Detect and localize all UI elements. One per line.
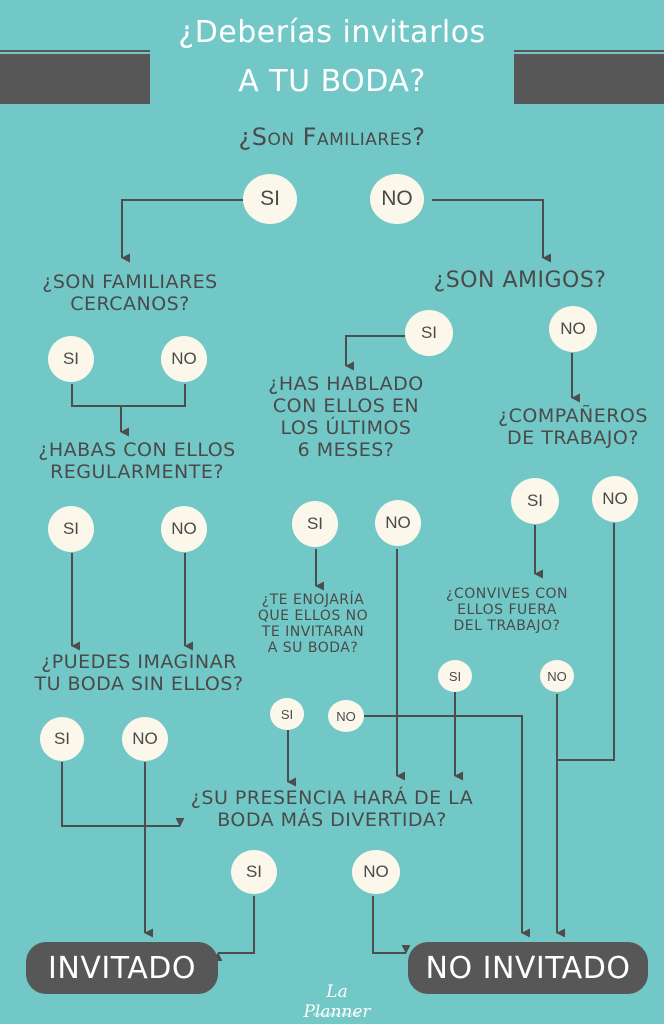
result-no-invitado: NO INVITADO	[408, 942, 648, 994]
question-su-presencia: ¿SU PRESENCIA HARÁ DE LA BODA MÁS DIVERT…	[190, 787, 474, 831]
connector-line	[372, 896, 411, 954]
question-puedes-imaginar: ¿PUEDES IMAGINAR TU BODA SIN ELLOS?	[34, 651, 244, 695]
connector-line	[121, 199, 243, 263]
answer-si-enojaria: SI	[270, 698, 304, 730]
question-companeros: ¿COMPAÑEROS DE TRABAJO?	[498, 405, 648, 449]
answer-no-companeros: NO	[592, 476, 638, 522]
title-rule-right	[514, 50, 664, 52]
question-convives: ¿CONVIVES CON ELLOS FUERA DEL TRABAJO?	[446, 586, 568, 635]
answer-si-habas: SI	[48, 506, 94, 552]
connector-line	[71, 384, 186, 407]
question-te-enojaria: ¿TE ENOJARÍA QUE ELLOS NO TE INVITARAN A…	[257, 592, 369, 657]
question-familiares: ¿Son Familiares?	[238, 123, 426, 151]
connector-line	[556, 523, 615, 938]
answer-si-companeros: SI	[511, 478, 559, 524]
answer-no-enojaria: NO	[328, 700, 364, 732]
question-familiares-cercanos: ¿SON FAMILIARES CERCANOS?	[42, 271, 218, 315]
answer-si-presencia: SI	[231, 850, 277, 894]
answer-si-hablado: SI	[292, 501, 338, 547]
question-has-hablado: ¿HAS HABLADO CON ELLOS EN LOS ÚLTIMOS 6 …	[268, 373, 424, 461]
title-rule-left	[0, 50, 150, 52]
answer-no-presencia: NO	[352, 850, 400, 894]
page-title-line2: A TU BODA?	[238, 64, 426, 99]
answer-no-hablado: NO	[375, 500, 421, 546]
result-invitado: INVITADO	[26, 942, 218, 994]
answer-no-convives: NO	[540, 660, 574, 692]
answer-no-familiares: NO	[370, 174, 424, 224]
answer-si-convives: SI	[438, 660, 472, 692]
page-title-line1: ¿Deberías invitarlos	[178, 15, 486, 50]
answer-si-amigos: SI	[405, 310, 453, 356]
title-banner-right	[514, 54, 664, 104]
connector-line	[345, 335, 405, 371]
question-habas: ¿HABAS CON ELLOS REGULARMENTE?	[38, 439, 236, 483]
answer-si-familiares: SI	[243, 174, 297, 224]
answer-no-habas: NO	[161, 506, 207, 552]
connector-line	[432, 199, 552, 263]
title-banner-left	[0, 54, 150, 104]
laplanner-logo-url: www.laplanner.mx	[313, 1012, 359, 1018]
answer-no-cercanos: NO	[161, 336, 207, 382]
answer-no-imaginar: NO	[122, 717, 168, 761]
connector-line	[364, 715, 531, 938]
laplanner-logo: La Planner	[303, 982, 371, 1022]
answer-si-cercanos: SI	[48, 336, 94, 382]
connector-line	[61, 762, 185, 827]
question-amigos: ¿SON AMIGOS?	[433, 268, 607, 293]
answer-no-amigos: NO	[549, 306, 597, 352]
connector-line	[213, 896, 255, 962]
answer-si-imaginar: SI	[40, 717, 84, 761]
